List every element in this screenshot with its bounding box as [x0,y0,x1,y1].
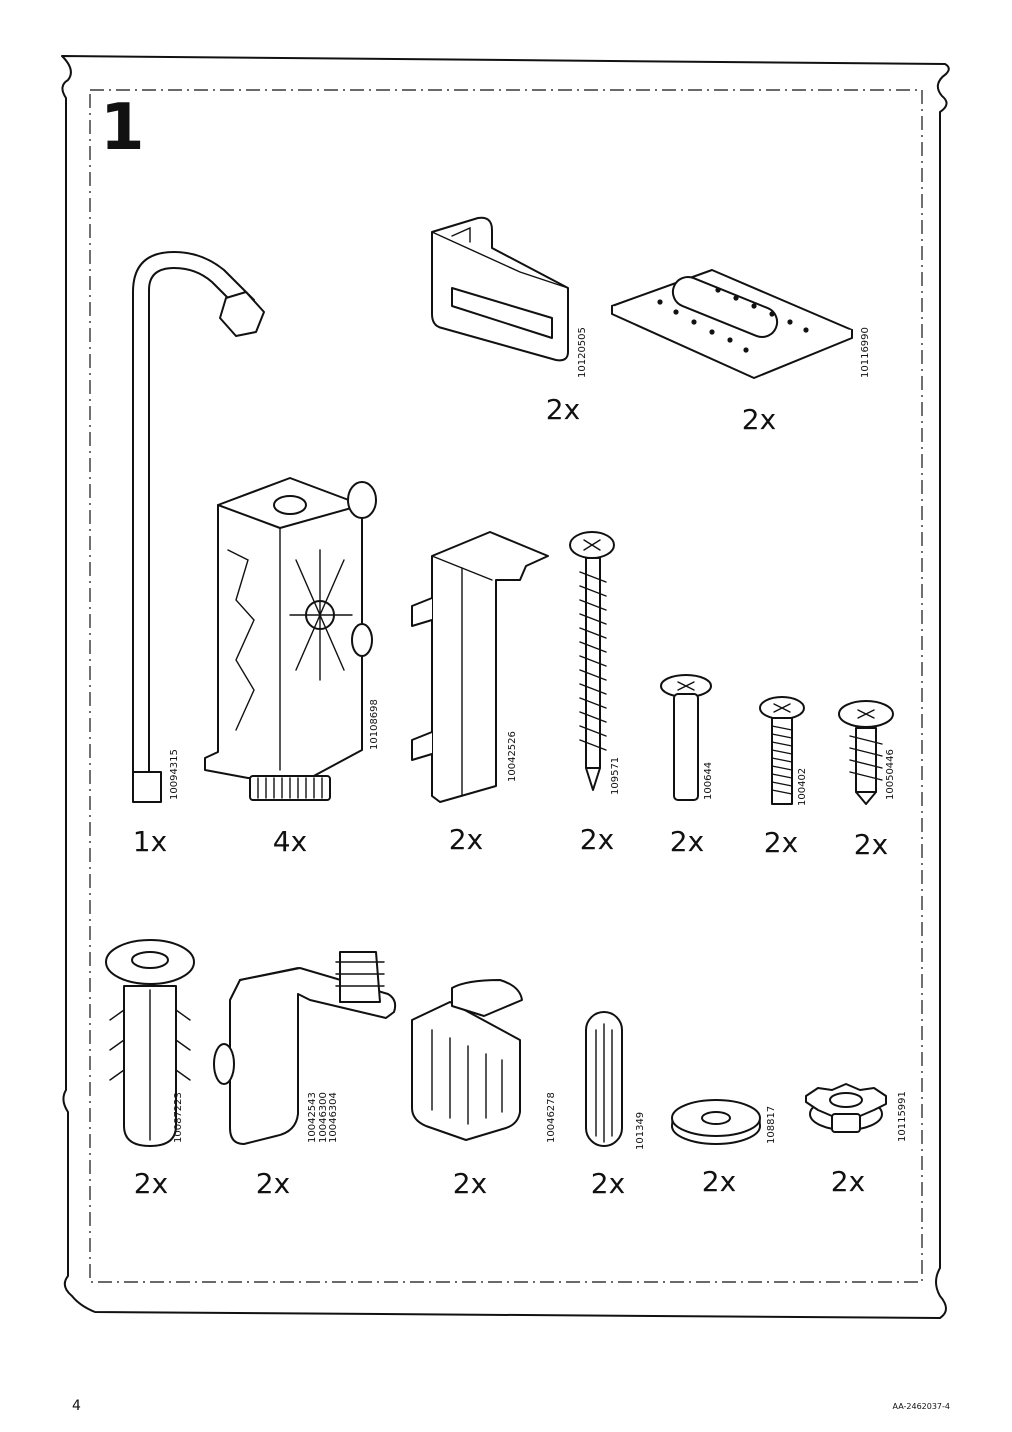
mounting-plate-quantity: 2x [741,403,777,436]
adjustable-foot-part-number: 10108698 [369,699,381,750]
clamp-drawing [411,979,523,1141]
knurled-nut-part-number-line: 10115991 [897,1091,908,1142]
adjustable-foot-quantity: 4x [272,825,308,858]
clip-bracket-part-number: 10042526 [507,731,519,782]
washer-drawing [671,1099,761,1145]
wall-bracket-quantity: 2x [545,393,581,426]
knurled-nut-part-number: 10115991 [897,1091,909,1142]
clamp-part-number: 10046278 [546,1092,558,1143]
angle-bracket-part-number-line: 10046304 [328,1092,339,1143]
document-code: AA-2462037-4 [892,1402,950,1411]
angle-bracket-quantity: 2x [255,1167,291,1200]
clip-bracket-quantity: 2x [448,823,484,856]
pin-bolt-quantity: 2x [669,825,705,858]
clamp-part-number-line: 10046278 [546,1092,557,1143]
machine-screw-part-number-line: 100402 [797,767,808,806]
machine-screw-drawing [759,696,805,805]
wall-bracket-part-number-line: 10120505 [577,327,588,378]
machine-screw-part-number: 100402 [797,767,809,806]
pin-bolt-part-number: 100644 [703,761,715,800]
long-screw-part-number: 109571 [610,756,622,795]
machine-screw-quantity: 2x [763,826,799,859]
clamp-quantity: 2x [452,1167,488,1200]
mounting-plate-part-number: 10116990 [860,327,872,378]
knurled-nut-quantity: 2x [830,1165,866,1198]
dowel-part-number-line: 101349 [635,1111,646,1150]
wall-bracket-drawing [431,216,569,362]
pin-bolt-drawing [660,674,712,801]
wall-plug-quantity: 2x [133,1167,169,1200]
allen-key-quantity: 1x [132,825,168,858]
adjustable-foot-part-number-line: 10108698 [369,699,380,750]
short-screw-quantity: 2x [853,828,889,861]
washer-part-number-line: 108817 [766,1105,777,1144]
allen-key-part-number-line: 10094315 [169,749,180,800]
angle-bracket-part-number-line: 10042543 [307,1092,318,1143]
short-screw-part-number-line: 10050446 [885,749,896,800]
short-screw-drawing [838,700,894,805]
dowel-quantity: 2x [590,1167,626,1200]
step-number: 1 [100,91,145,165]
bag-seal-border [89,89,923,1283]
wall-plug-part-number: 10087223 [173,1092,185,1143]
long-screw-quantity: 2x [579,823,615,856]
washer-quantity: 2x [701,1165,737,1198]
allen-key-part-number: 10094315 [169,749,181,800]
clip-bracket-part-number-line: 10042526 [507,731,518,782]
adjustable-foot-drawing [204,477,377,801]
mounting-plate-drawing [611,269,853,379]
washer-part-number: 108817 [766,1105,778,1144]
bag-outline [61,55,950,1319]
mounting-plate-part-number-line: 10116990 [860,327,871,378]
dowel-drawing [585,1011,623,1147]
wall-bracket-part-number: 10120505 [577,327,589,378]
clip-bracket-drawing [411,531,549,803]
long-screw-part-number-line: 109571 [610,756,621,795]
angle-bracket-drawing [213,951,397,1145]
wall-plug-part-number-line: 10087223 [173,1092,184,1143]
long-screw-drawing [569,531,615,791]
allen-key-drawing [132,251,265,803]
dowel-part-number: 101349 [635,1111,647,1150]
knurled-nut-drawing [805,1083,887,1133]
short-screw-part-number: 10050446 [885,749,897,800]
wall-plug-drawing [105,939,195,1147]
page-number: 4 [72,1398,81,1414]
pin-bolt-part-number-line: 100644 [703,761,714,800]
